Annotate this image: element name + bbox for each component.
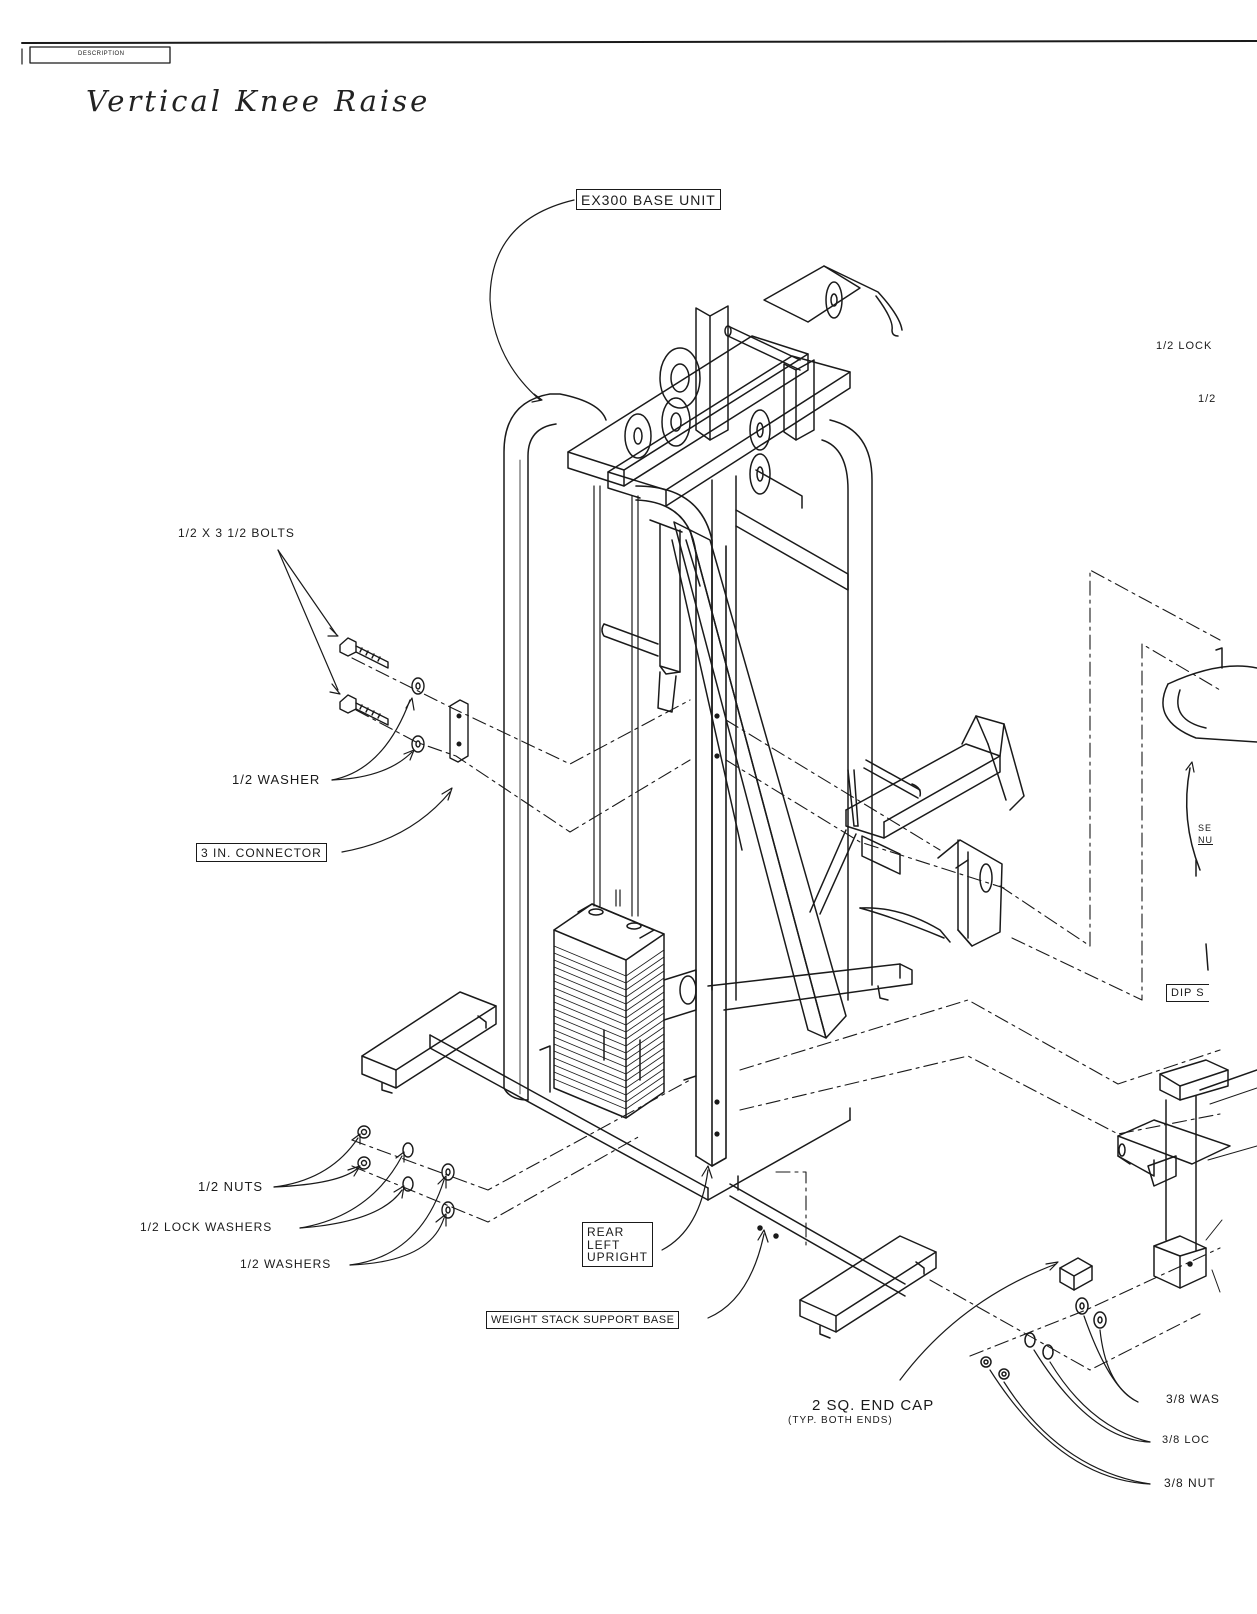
dip-station-right — [981, 648, 1257, 1379]
inclined-back-pad — [602, 520, 846, 1038]
handwritten-title: Vertical Knee Raise — [86, 84, 431, 118]
washers-label: 1/2 WASHERS — [240, 1257, 332, 1271]
support-base — [362, 964, 936, 1338]
support-base-label: WEIGHT STACK SUPPORT BASE — [486, 1311, 680, 1329]
nuts-label: 1/2 NUTS — [198, 1179, 264, 1194]
dip-station-label: DIP S — [1166, 984, 1209, 1002]
description-tab — [30, 47, 170, 63]
guide-rods — [594, 486, 638, 916]
left-fasteners — [340, 638, 468, 1218]
bolts-label: 1/2 x 3 1/2 BOLTS — [178, 526, 295, 540]
top-rule — [22, 41, 1257, 43]
rear-upright-line-2: LEFT — [587, 1237, 621, 1252]
end-cap-label: 2 SQ. END CAP — [812, 1397, 935, 1414]
top-crossmember — [568, 266, 902, 506]
rear-upright-line-3: UPRIGHT — [587, 1250, 648, 1265]
washer-label: 1/2 WASHER — [232, 772, 321, 787]
lock-washers-38-label: 3/8 LOC — [1162, 1434, 1210, 1446]
end-cap-note: (TYP. BOTH ENDS) — [788, 1415, 893, 1426]
description-tab-label: DESCRIPTION — [78, 51, 125, 57]
serial-label-1: SE — [1198, 823, 1213, 833]
connector-label: 3 IN. CONNECTOR — [196, 843, 327, 862]
serial-label-2: NU — [1198, 835, 1213, 845]
weight-stack — [540, 904, 696, 1118]
rear-left-upright — [636, 486, 726, 1166]
assembly-lines — [352, 570, 1220, 1370]
washers-38-label: 3/8 WAS — [1166, 1392, 1220, 1406]
rear-upright-line-1: REAR — [587, 1225, 625, 1239]
dip-station-arm — [810, 716, 1024, 946]
right-lock-label: 1/2 LOCK — [1156, 340, 1213, 352]
base-unit-label: EX300 BASE UNIT — [576, 189, 721, 210]
right-half-label: 1/2 — [1198, 393, 1217, 405]
rear-left-upright-label: REAR LEFT UPRIGHT — [582, 1222, 653, 1267]
lock-washers-label: 1/2 LOCK WASHERS — [140, 1220, 273, 1234]
nuts-38-label: 3/8 NUT — [1164, 1476, 1216, 1490]
leader-lines — [274, 200, 1194, 1484]
left-frame-tube — [504, 394, 606, 1100]
